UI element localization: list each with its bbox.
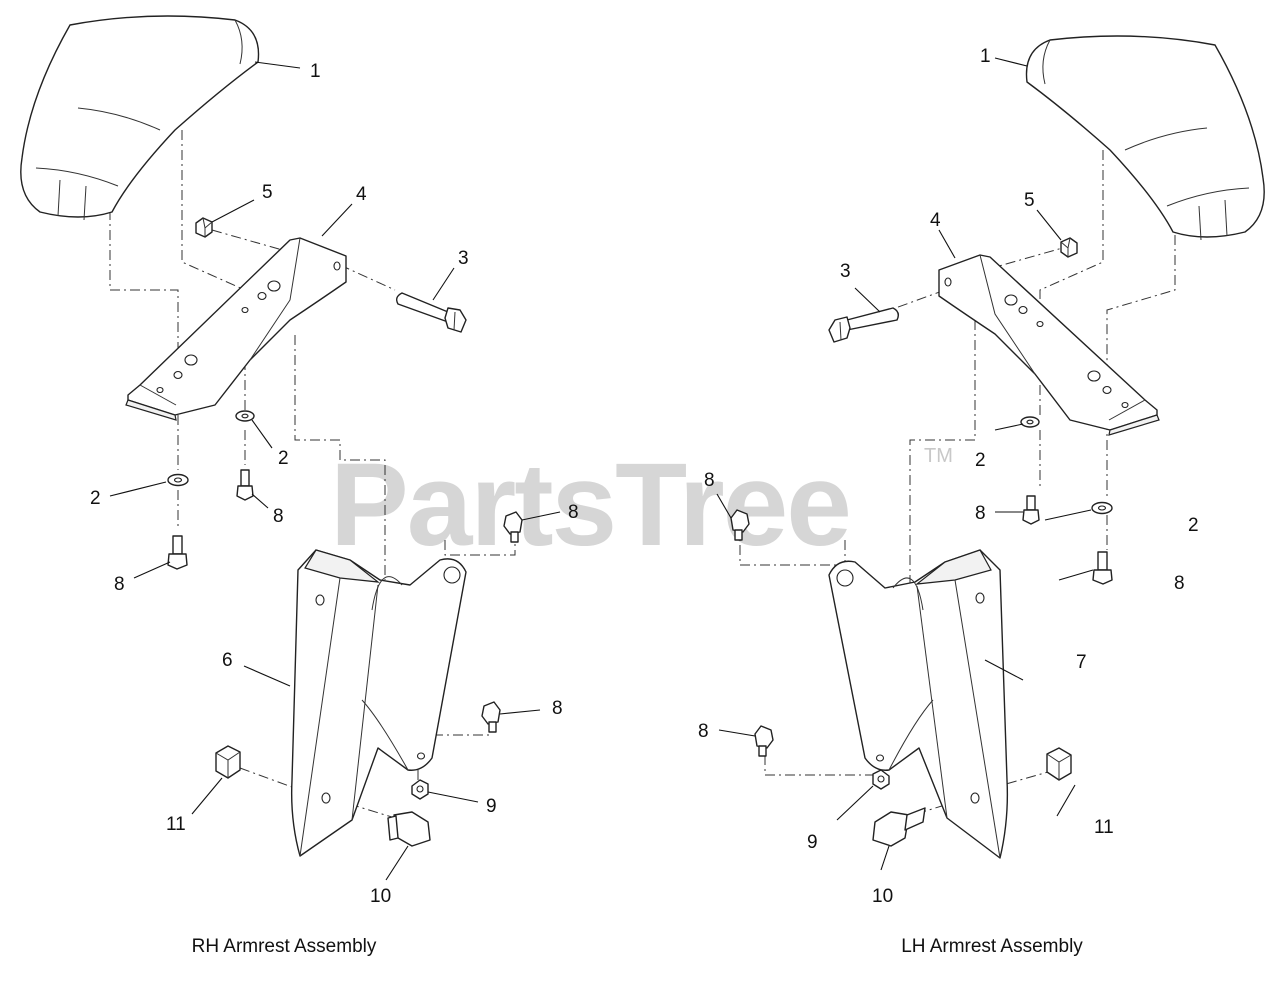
rh-assembly-caption: RH Armrest Assembly xyxy=(192,936,377,957)
lh-callout-9: 9 xyxy=(807,832,818,853)
lh-armrest-pad xyxy=(1025,35,1265,241)
rh-nut-5 xyxy=(195,217,213,238)
lh-callout-1: 1 xyxy=(980,46,991,67)
lh-callout-2-lower: 2 xyxy=(1188,515,1199,536)
lh-callout-10: 10 xyxy=(872,886,893,907)
rh-bolt-8-lower-right xyxy=(481,701,501,733)
lh-bolt-10 xyxy=(872,807,926,847)
lh-callout-11: 11 xyxy=(1094,817,1114,838)
rh-armrest-pad xyxy=(20,15,260,221)
rh-assembly: 1 5 4 3 2 2 8 8 8 6 8 9 11 10 RH Armrest… xyxy=(20,15,579,957)
rh-callout-2-lower: 2 xyxy=(90,488,101,509)
lh-bolt-8-lower xyxy=(1092,551,1113,585)
rh-callout-3: 3 xyxy=(458,248,469,269)
lh-callout-8-right: 8 xyxy=(704,470,715,491)
lh-bolt-8-upper xyxy=(1022,495,1040,525)
rh-callout-8-right: 8 xyxy=(568,502,579,523)
rh-callout-11: 11 xyxy=(166,814,186,835)
rh-callout-5: 5 xyxy=(262,182,273,203)
lh-bolt-8-right xyxy=(730,509,750,541)
lh-callout-8-upper: 8 xyxy=(975,503,986,524)
rh-bolt-8-right xyxy=(503,511,523,543)
lh-callout-8-lower: 8 xyxy=(1174,573,1185,594)
lh-callout-7: 7 xyxy=(1076,652,1087,673)
rh-upright-6 xyxy=(291,549,467,857)
lh-bolt-8-lower-right xyxy=(754,725,774,757)
rh-nut-11 xyxy=(215,745,241,779)
lh-callout-2-upper: 2 xyxy=(975,450,986,471)
rh-bolt-10 xyxy=(387,811,431,847)
lh-nut-5 xyxy=(1060,237,1078,258)
lh-armrest-bracket xyxy=(938,254,1160,436)
rh-alignment-lines xyxy=(109,130,516,819)
lh-callout-3: 3 xyxy=(840,261,851,282)
rh-callout-6: 6 xyxy=(222,650,233,671)
rh-bolt-8-lower xyxy=(167,535,188,570)
rh-callout-8-upper: 8 xyxy=(273,506,284,527)
lh-callout-5: 5 xyxy=(1024,190,1035,211)
rh-leader-lines xyxy=(109,61,561,881)
rh-callout-2-upper: 2 xyxy=(278,448,289,469)
rh-armrest-bracket xyxy=(125,237,347,421)
rh-callout-1: 1 xyxy=(310,61,321,82)
lh-nut-11 xyxy=(1046,747,1072,781)
watermark-tm: TM xyxy=(924,445,953,467)
lh-bolt-3 xyxy=(828,307,900,343)
lh-assembly xyxy=(716,35,1265,871)
lh-callouts: 1 5 4 3 2 2 8 8 8 7 8 9 11 10 xyxy=(698,46,1199,907)
lh-callout-8-lower-right: 8 xyxy=(698,721,709,742)
watermark-text: PartsTree xyxy=(330,439,850,571)
rh-callout-8-lower: 8 xyxy=(114,574,125,595)
rh-bolt-3 xyxy=(395,292,467,333)
lh-callout-4: 4 xyxy=(930,210,941,231)
rh-callout-9: 9 xyxy=(486,796,497,817)
rh-callout-4: 4 xyxy=(356,184,367,205)
rh-nut-9 xyxy=(411,779,429,800)
lh-upright-7 xyxy=(828,549,1009,859)
rh-callout-10: 10 xyxy=(370,886,391,907)
rh-callout-8-lower-right: 8 xyxy=(552,698,563,719)
lh-assembly-caption: LH Armrest Assembly xyxy=(901,936,1083,957)
lh-leader-lines xyxy=(716,57,1094,871)
rh-bolt-8-upper xyxy=(236,469,254,501)
lh-nut-9 xyxy=(872,769,890,790)
